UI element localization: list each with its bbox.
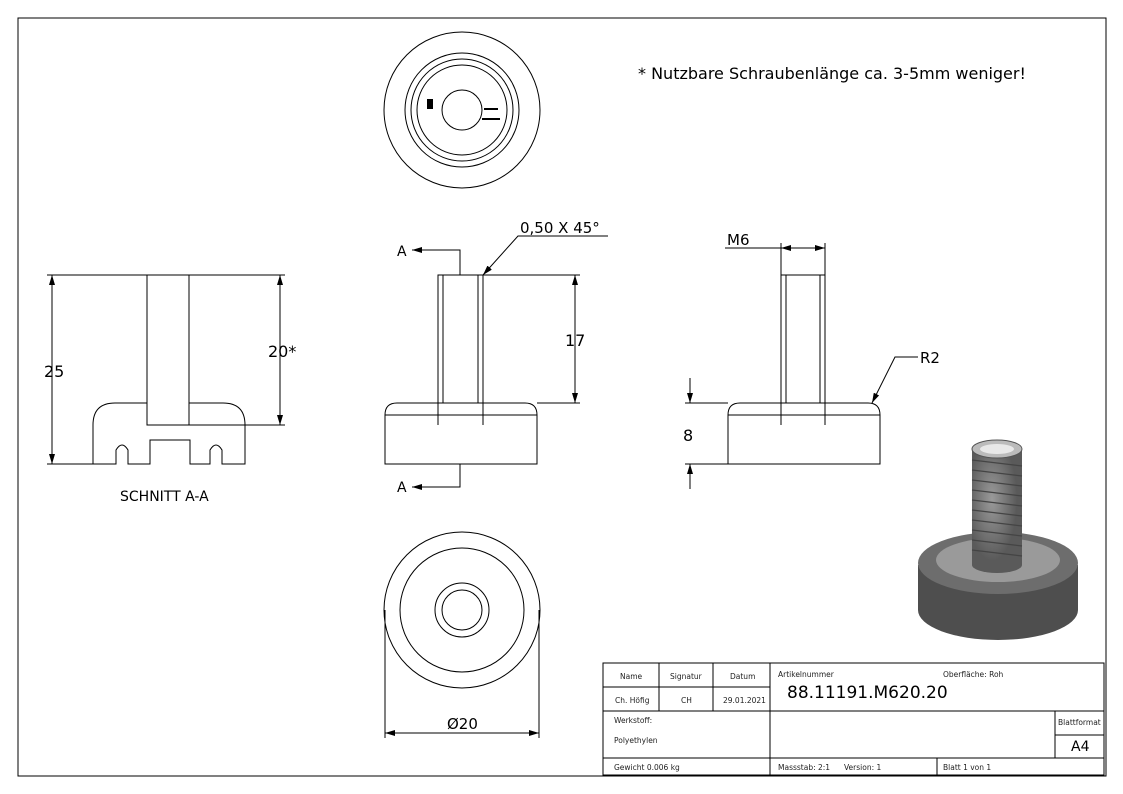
dim-r2: R2 [920,349,940,367]
dim-20: 20* [268,342,296,361]
signature-value: CH [681,696,692,705]
section-view: 25 20* SCHNITT A-A [44,274,296,505]
date-value: 29.01.2021 [723,696,766,705]
title-block [602,662,1105,776]
dim-chamfer: 0,50 X 45° [520,219,600,237]
date-header: Datum [730,672,756,681]
scale-value: Massstab: 2:1 [778,763,831,772]
side-view: M6 R2 8 [683,231,940,489]
section-marker-top: A [397,244,407,260]
format-header: Blattformat [1058,718,1101,727]
article-number: 88.11191.M620.20 [787,683,948,703]
sheet-border [17,17,1107,777]
bottom-view: Ø20 [383,531,541,738]
note-text: * Nutzbare Schraubenlänge ca. 3-5mm weni… [638,64,1026,83]
name-header: Name [620,672,643,681]
section-label: SCHNITT A-A [120,489,209,505]
signature-header: Signatur [670,672,702,681]
dim-diameter: Ø20 [447,715,478,733]
material-value: Polyethylen [614,736,658,745]
dim-25: 25 [44,362,64,381]
format-value: A4 [1071,739,1090,755]
front-view: A A 0,50 X 45° 17 [384,219,608,496]
name-value: Ch. Höfig [615,696,650,705]
material-header: Werkstoff: [614,716,653,725]
dim-8: 8 [683,426,693,445]
iso-render [918,439,1078,640]
top-view [383,31,541,189]
logo-icon [427,99,433,109]
sheet-value: Blatt 1 von 1 [943,763,992,772]
section-marker-bottom: A [397,480,407,496]
dim-17: 17 [565,331,585,350]
surface-value: Oberfläche: Roh [943,670,1004,679]
version-value: Version: 1 [844,763,882,772]
weight-value: Gewicht 0.006 kg [614,763,680,772]
article-header: Artikelnummer [778,670,834,679]
dim-m6: M6 [727,231,750,249]
